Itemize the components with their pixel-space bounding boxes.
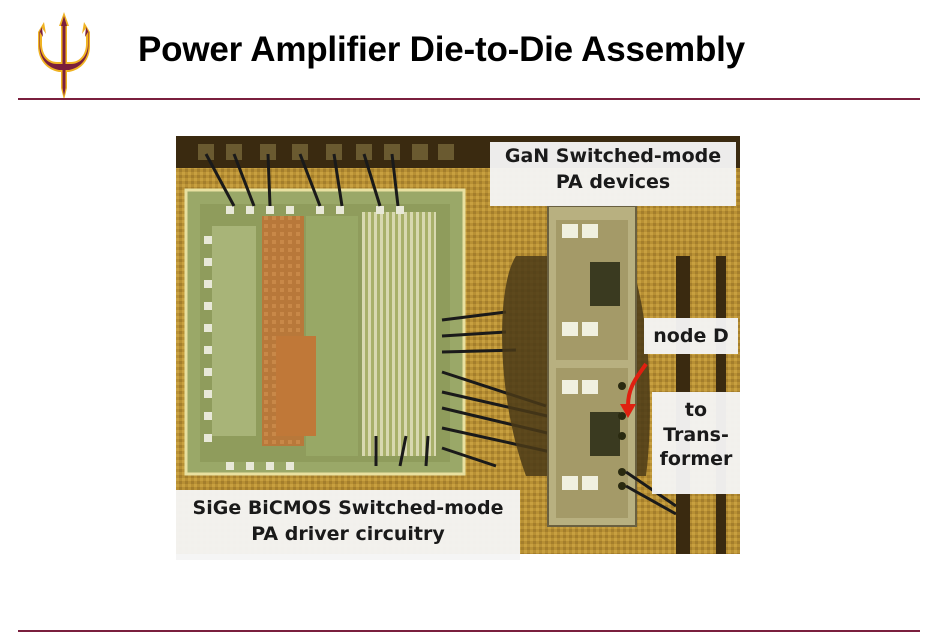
transformer-label-line3: former	[659, 448, 733, 471]
transformer-label-line2: Trans-	[663, 423, 729, 446]
gan-label-line2: PA devices	[555, 170, 671, 193]
gan-devices-label: GaN Switched-mode PA devices	[490, 142, 736, 206]
title-divider	[18, 98, 920, 100]
node-d-label: node D	[644, 318, 738, 354]
transformer-label-line1: to	[684, 399, 708, 421]
sige-driver-label: SiGe BiCMOS Switched-mode PA driver circ…	[176, 490, 520, 560]
pitchfork-icon	[38, 12, 90, 100]
transformer-label: to Trans- former	[652, 392, 740, 494]
gan-label-line1: GaN Switched-mode	[504, 145, 722, 167]
sige-label-line1: SiGe BiCMOS Switched-mode	[192, 497, 504, 519]
slide-title: Power Amplifier Die-to-Die Assembly	[138, 30, 745, 69]
sige-label-line2: PA driver circuitry	[251, 522, 445, 545]
footer-divider	[18, 630, 920, 632]
